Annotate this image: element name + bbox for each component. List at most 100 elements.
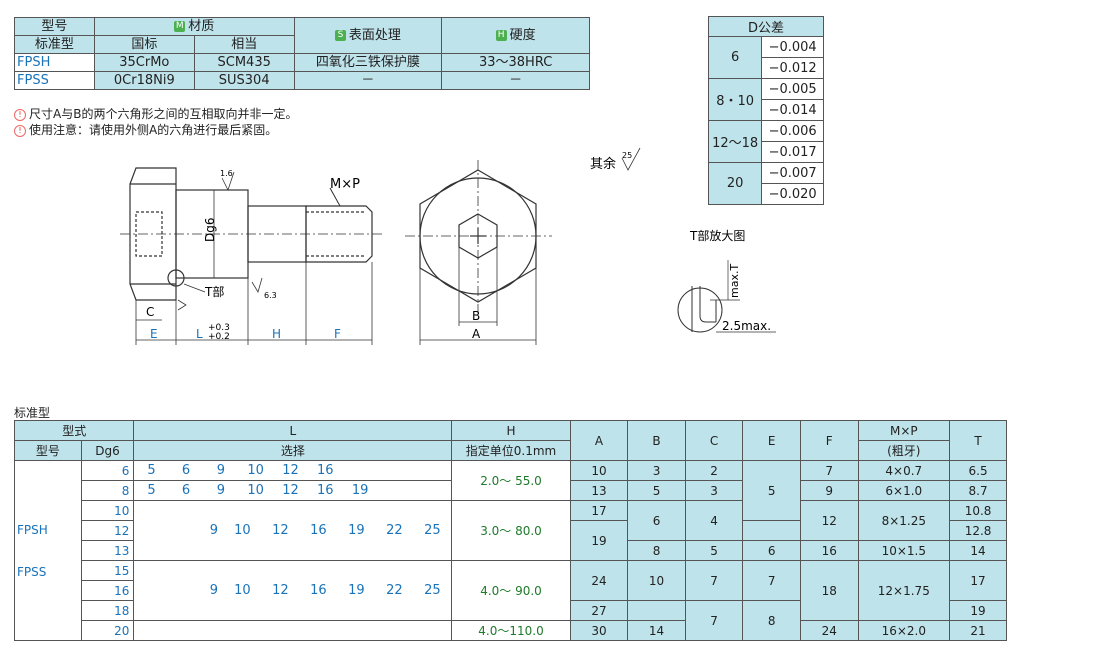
l-cell: 16: [307, 460, 343, 481]
b-cell: 10: [627, 560, 686, 601]
l-empty: [133, 620, 453, 641]
f-cell: 16: [799, 540, 859, 561]
t-zoom-title: T部放大图: [689, 228, 745, 243]
rough-16: 1.6: [220, 169, 233, 178]
a-cell: 17: [569, 500, 629, 521]
l-values-row: 9 10 12 16 19 22 25: [134, 581, 451, 600]
header-l-sub: 选择: [133, 440, 453, 461]
t-cell: 10.8: [949, 500, 1007, 521]
b-cell: 14: [627, 620, 686, 641]
b-cell-blank: [627, 600, 686, 621]
e-cell: 8: [742, 600, 801, 641]
l-label: L: [196, 327, 203, 341]
a-cell: 30: [569, 620, 629, 641]
l-cell: 5: [133, 460, 169, 481]
dg6-label: Dg6: [203, 218, 217, 243]
e-cell: 7: [742, 560, 801, 601]
l-tol-lower: +0.2: [208, 332, 230, 342]
dg6-cell: 15: [80, 560, 135, 581]
header-model: 型号: [14, 440, 82, 461]
gb-cell: 0Cr18Ni9: [93, 71, 195, 90]
note-2: !使用注意：请使用外侧A的六角进行最后紧固。: [14, 121, 277, 138]
roughness-icon: [621, 147, 641, 171]
l-cell: 16: [310, 583, 327, 598]
material-row: FPSS 0Cr18Ni9 SUS304 － －: [14, 71, 590, 90]
l-cell: 5: [133, 480, 169, 501]
e-label: E: [150, 327, 158, 341]
a-cell: 13: [569, 480, 629, 501]
end-view: [405, 160, 552, 345]
a-cell: 19: [569, 520, 629, 561]
header-mp: M×P: [857, 420, 951, 441]
h-range-cell: 4.0～ 90.0: [451, 560, 571, 621]
hardness-cell: －: [441, 71, 590, 90]
mp-cell: 4×0.7: [857, 460, 951, 481]
l-cell: 22: [386, 523, 403, 538]
header-f: F: [799, 420, 859, 461]
l-cell: 19: [348, 583, 365, 598]
l-tol-upper: +0.3: [208, 323, 230, 333]
c-cell: 3: [684, 480, 744, 501]
b-label: B: [472, 309, 480, 323]
material-row: FPSH 35CrMo SCM435 四氧化三铁保护膜 33～38HRC: [14, 53, 590, 72]
warning-icon: !: [14, 108, 26, 121]
c-label: C: [146, 305, 154, 319]
tolerance-table: D公差 6−0.004 −0.012 8・10−0.005 −0.014 12～…: [707, 16, 824, 205]
header-std-type: 标准型: [14, 35, 95, 54]
l-values-row: 9 10 12 16 19 22 25: [134, 521, 451, 540]
f-cell: 9: [799, 480, 859, 501]
h-range-cell: 4.0～110.0: [451, 620, 571, 641]
mp-cell: 12×1.75: [857, 560, 951, 621]
warning-icon: !: [14, 124, 26, 137]
max-25-label: 2.5max.: [722, 319, 771, 333]
b-cell: 5: [627, 480, 686, 501]
t-cell: 6.5: [949, 460, 1007, 481]
model-fpsh: FPSH: [17, 522, 48, 537]
mp-cell: 16×2.0: [857, 620, 951, 641]
a-cell: 10: [569, 460, 629, 481]
l-cell: 19: [348, 523, 365, 538]
b-cell: 8: [627, 540, 686, 561]
std-section-title: 标准型: [14, 406, 51, 420]
model-fpss: FPSS: [17, 564, 47, 579]
s-tag-icon: S: [334, 30, 346, 41]
mp-cell: 8×1.25: [857, 500, 951, 541]
table-row: 15 9 10 12 16 19 22 25 4.0～ 90.0 24 10 7…: [15, 560, 1007, 621]
l-cell: 16: [307, 480, 343, 501]
surface-cell: －: [293, 71, 443, 90]
header-mp-sub: (粗牙): [857, 440, 951, 461]
l-cell: 10: [234, 523, 251, 538]
hardness-cell: 33～38HRC: [441, 53, 590, 72]
c-cell: 7: [684, 600, 744, 641]
l-empty: [412, 480, 453, 501]
h-tag-icon: H: [495, 30, 507, 41]
standard-table: 型式 L H A B C E F M×P T 型号 Dg6 选择 指定单位0.1…: [13, 420, 1007, 641]
t-cell: 14: [949, 540, 1007, 561]
t-cell: 8.7: [949, 480, 1007, 501]
header-type: 型式: [13, 420, 135, 441]
l-cell: 10: [234, 583, 251, 598]
table-row: 12 19 12.8: [15, 520, 1007, 561]
surface-label: 表面处理: [348, 28, 401, 43]
l-cell: 6: [168, 460, 204, 481]
t-cell: 21: [949, 620, 1007, 641]
tol-size: 12～18: [707, 120, 763, 163]
l-cell: 19: [342, 480, 378, 501]
l-cell: 10: [238, 460, 274, 481]
tolerance-header: D公差: [708, 16, 824, 37]
l-cell: 25: [424, 583, 441, 598]
f-cell: 7: [799, 460, 859, 481]
dg6-cell: 20: [80, 620, 135, 641]
h-label: H: [272, 327, 281, 341]
h-range-cell: 2.0～ 55.0: [451, 460, 571, 501]
header-t: T: [949, 420, 1007, 461]
header-a: A: [569, 420, 629, 461]
l-cell: 6: [168, 480, 204, 501]
mp-cell: 10×1.5: [857, 540, 951, 561]
f-cell: 24: [799, 620, 859, 641]
dg6-cell: 12: [80, 520, 135, 541]
a-cell: 24: [569, 560, 629, 601]
l-group-15-18: 9 10 12 16 19 22 25: [133, 560, 453, 621]
